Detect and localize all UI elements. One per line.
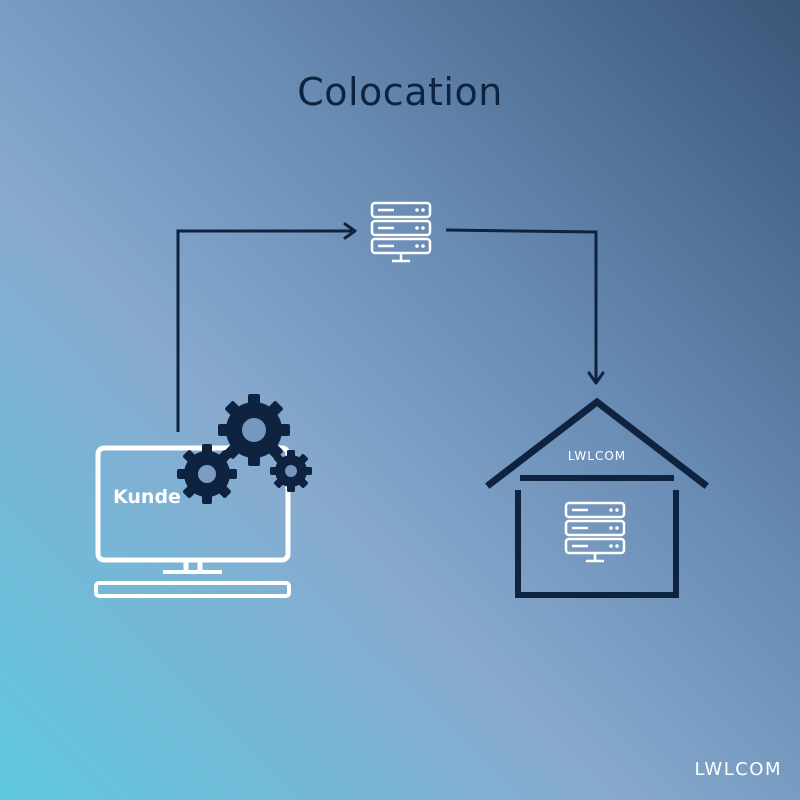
gear-icon <box>218 394 290 466</box>
server-icon <box>370 201 432 263</box>
server-icon <box>564 501 626 563</box>
brand-logo: LWLCOM <box>694 759 782 780</box>
customer-label: Kunde <box>113 486 181 508</box>
gear-icon <box>177 444 237 504</box>
arrow-server-to-datacenter <box>445 228 605 385</box>
diagram-title: Colocation <box>297 70 503 114</box>
arrow-customer-to-server <box>176 222 357 432</box>
datacenter-label: LWLCOM <box>568 449 626 463</box>
gear-icon <box>270 450 312 492</box>
arrow-icon <box>587 371 605 385</box>
house-icon <box>485 397 709 598</box>
monitor-icon <box>94 445 291 598</box>
arrow-icon <box>343 222 357 240</box>
